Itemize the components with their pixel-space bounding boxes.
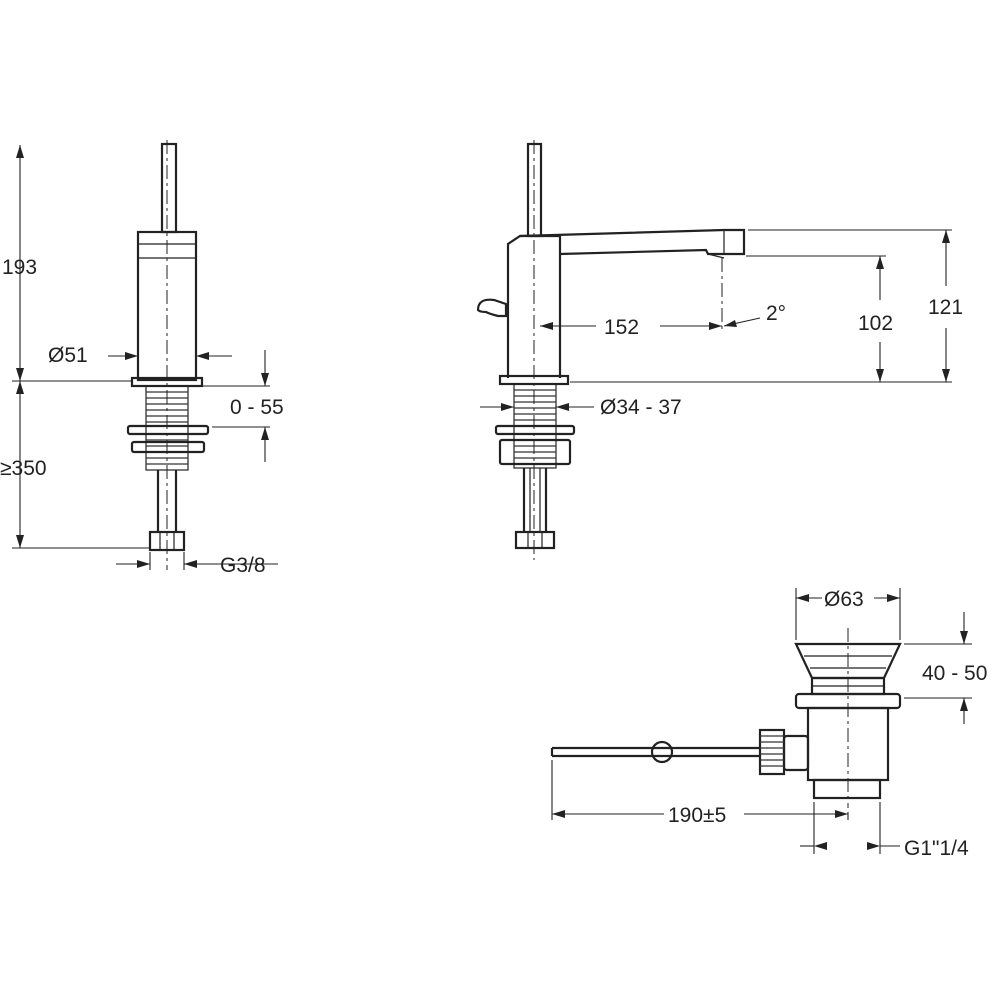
mixer-body-front	[506, 234, 562, 378]
label-spout-angle: 2°	[766, 302, 786, 325]
label-body-diameter: Ø51	[48, 344, 88, 367]
label-deck-thickness: 0 - 55	[230, 396, 284, 419]
mixer-body	[136, 230, 198, 382]
side-view-mixer	[126, 140, 210, 570]
label-waste-thread: G1"1/4	[904, 837, 969, 860]
label-spout-reach: 152	[604, 316, 639, 339]
fixing-washer-front	[494, 424, 576, 436]
waste-body	[806, 706, 890, 782]
front-view-dimensions	[480, 229, 952, 411]
lever-handle	[160, 142, 178, 234]
label-deck-range: 40 - 50	[922, 662, 987, 685]
waste-assembly	[550, 628, 902, 808]
label-height-193: 193	[2, 256, 37, 279]
label-mounting-hole: Ø34 - 37	[600, 396, 682, 419]
fixing-washer	[126, 424, 210, 436]
label-supply-thread: G3/8	[220, 554, 266, 577]
fixing-nut-front	[498, 438, 572, 466]
waste-tail	[812, 778, 882, 800]
fixing-nut	[130, 440, 206, 454]
knurled-nut	[758, 728, 786, 776]
rod-ball	[650, 740, 674, 764]
label-flange-diameter: Ø63	[824, 588, 864, 611]
front-view-mixer	[476, 140, 746, 560]
supply-hex-front	[514, 530, 556, 550]
rod-connector	[782, 734, 810, 772]
spout	[519, 228, 746, 256]
label-outlet-height: 102	[858, 312, 893, 335]
side-view-dimensions	[12, 145, 278, 570]
label-rod-length: 190±5	[668, 804, 726, 827]
waste-dimensions	[551, 588, 972, 854]
pop-up-knob	[476, 298, 508, 318]
label-below-deck: ≥350	[0, 457, 47, 480]
label-top-height: 121	[928, 296, 963, 319]
